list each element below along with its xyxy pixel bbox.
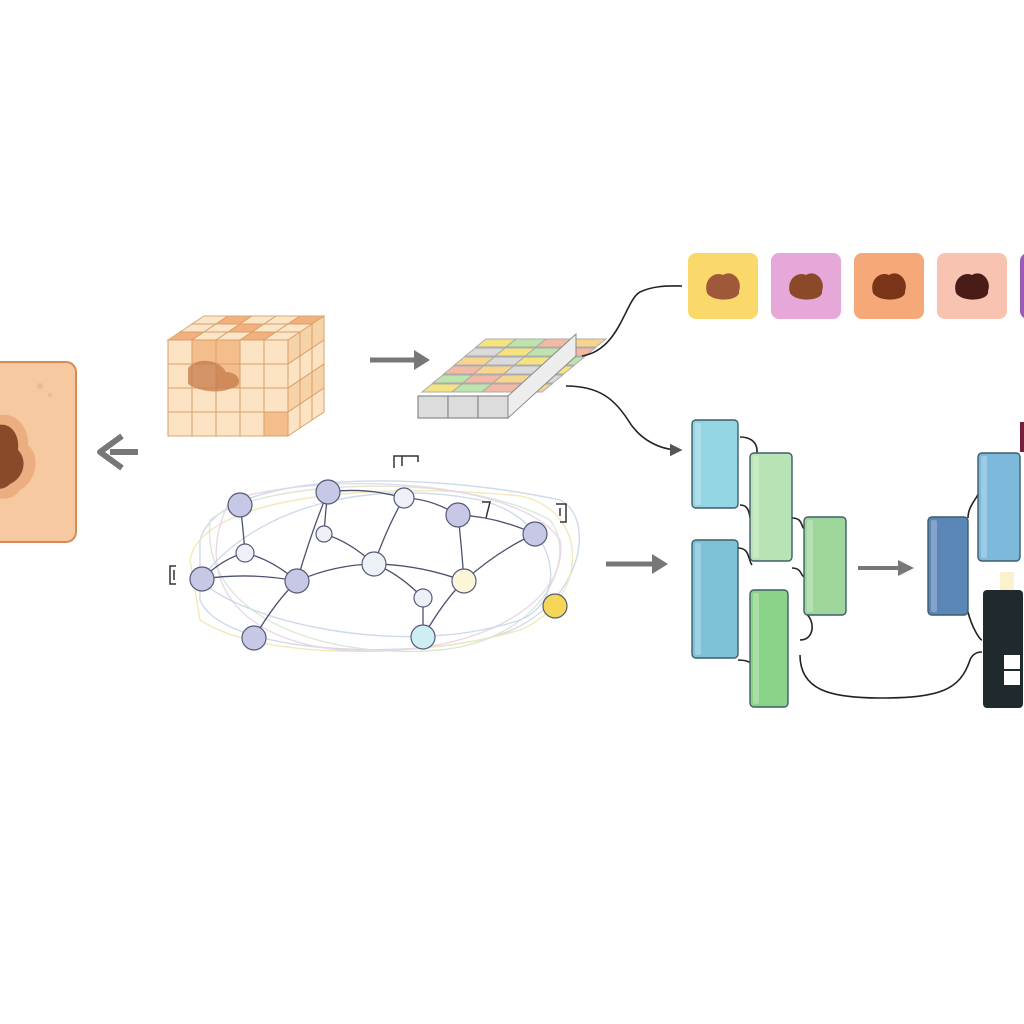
graph-node bbox=[241, 625, 267, 651]
connector-curve bbox=[581, 285, 683, 357]
unet-connector bbox=[799, 613, 813, 641]
unet-block-highlight bbox=[981, 456, 987, 558]
graph-halo-edge bbox=[215, 482, 562, 652]
graph-halo-edge bbox=[199, 480, 581, 651]
arrow-right-icon bbox=[370, 350, 430, 370]
voxel-side-cell bbox=[311, 387, 325, 421]
unet-connector bbox=[737, 547, 753, 566]
arrow-right-icon bbox=[858, 560, 914, 576]
unet-block-highlight bbox=[931, 520, 937, 612]
graph-edge bbox=[373, 563, 465, 582]
voxel-front-cell bbox=[191, 411, 217, 437]
voxel-front-cell bbox=[239, 339, 265, 365]
voxel-lesion-shadow bbox=[188, 360, 240, 392]
class-tile-lesion bbox=[789, 273, 823, 300]
voxel-front-cell bbox=[191, 387, 217, 413]
voxel-front-cell bbox=[215, 339, 241, 365]
output-mask-cell bbox=[1004, 671, 1020, 685]
skin-lesion-image-icon bbox=[0, 361, 77, 543]
unet-block bbox=[977, 452, 1021, 562]
voxel-front-cell bbox=[263, 363, 289, 389]
graph-node bbox=[361, 551, 387, 577]
graph-node bbox=[445, 502, 471, 528]
graph-node bbox=[189, 566, 215, 592]
class-tile-lesion bbox=[706, 273, 740, 300]
class-tile-peach bbox=[937, 253, 1007, 319]
graph-halo-edge bbox=[189, 490, 574, 653]
unet-block bbox=[749, 452, 793, 562]
token-slab-icon bbox=[417, 332, 608, 420]
voxel-front-cell bbox=[167, 387, 193, 413]
output-edge-strip bbox=[1020, 422, 1024, 452]
class-tile-lesion bbox=[872, 273, 906, 300]
output-mask-cell bbox=[1004, 655, 1020, 669]
graph-node bbox=[235, 543, 255, 563]
voxel-front-cell bbox=[191, 339, 217, 365]
class-tile-purple bbox=[1020, 254, 1024, 318]
graph-node bbox=[227, 492, 253, 518]
unet-block bbox=[691, 539, 739, 659]
graph-node bbox=[542, 593, 568, 619]
connector-curve bbox=[565, 385, 683, 457]
unet-block-highlight bbox=[695, 423, 701, 505]
output-glow bbox=[1000, 572, 1014, 590]
class-tiles bbox=[688, 253, 1024, 319]
graph-halo-edge bbox=[208, 485, 561, 653]
voxel-front-cell bbox=[215, 411, 241, 437]
token-side-face bbox=[507, 332, 577, 420]
class-tile-lesion bbox=[955, 273, 989, 300]
unet-block-highlight bbox=[695, 543, 701, 655]
voxel-front-cell bbox=[239, 387, 265, 413]
unet-block bbox=[691, 419, 739, 509]
output-block bbox=[983, 590, 1023, 708]
voxel-front-cell bbox=[167, 411, 193, 437]
unet-block-highlight bbox=[807, 520, 813, 612]
arrow-right-icon bbox=[606, 554, 668, 574]
graph-network-icon bbox=[189, 479, 581, 653]
unet-architecture bbox=[691, 419, 1024, 708]
graph-edge bbox=[463, 533, 536, 582]
voxel-front-cell bbox=[263, 387, 289, 413]
unet-block bbox=[749, 589, 789, 708]
unet-block-highlight bbox=[753, 593, 759, 704]
voxel-front-cell bbox=[263, 411, 289, 437]
class-tile-pink bbox=[771, 253, 841, 319]
unet-block bbox=[927, 516, 969, 616]
token-front-cell bbox=[447, 395, 479, 419]
class-tile-orange bbox=[854, 253, 924, 319]
graph-node bbox=[522, 521, 548, 547]
graph-edge bbox=[201, 575, 298, 582]
graph-node bbox=[451, 568, 477, 594]
voxel-front-cell bbox=[239, 363, 265, 389]
arrow-left-icon bbox=[97, 433, 138, 471]
graph-node bbox=[410, 624, 436, 650]
graph-node bbox=[315, 525, 333, 543]
unet-connector bbox=[967, 611, 983, 641]
voxel-front-cell bbox=[263, 339, 289, 365]
voxel-front-cell bbox=[167, 339, 193, 365]
token-front-cell bbox=[477, 395, 509, 419]
token-front-cell bbox=[417, 395, 449, 419]
class-tile-bg bbox=[1020, 254, 1024, 318]
graph-node bbox=[284, 568, 310, 594]
unet-connector bbox=[799, 651, 983, 699]
voxel-front-cell bbox=[215, 387, 241, 413]
graph-halo-edge bbox=[199, 492, 552, 638]
voxel-grid-icon bbox=[166, 315, 326, 437]
graph-node bbox=[413, 588, 433, 608]
bracket-annotation-icon bbox=[169, 455, 567, 585]
graph-node bbox=[315, 479, 341, 505]
unet-block bbox=[803, 516, 847, 616]
class-tile-yellow bbox=[688, 253, 758, 319]
graph-node bbox=[393, 487, 415, 509]
unet-block-highlight bbox=[753, 456, 759, 558]
voxel-front-cell bbox=[239, 411, 265, 437]
